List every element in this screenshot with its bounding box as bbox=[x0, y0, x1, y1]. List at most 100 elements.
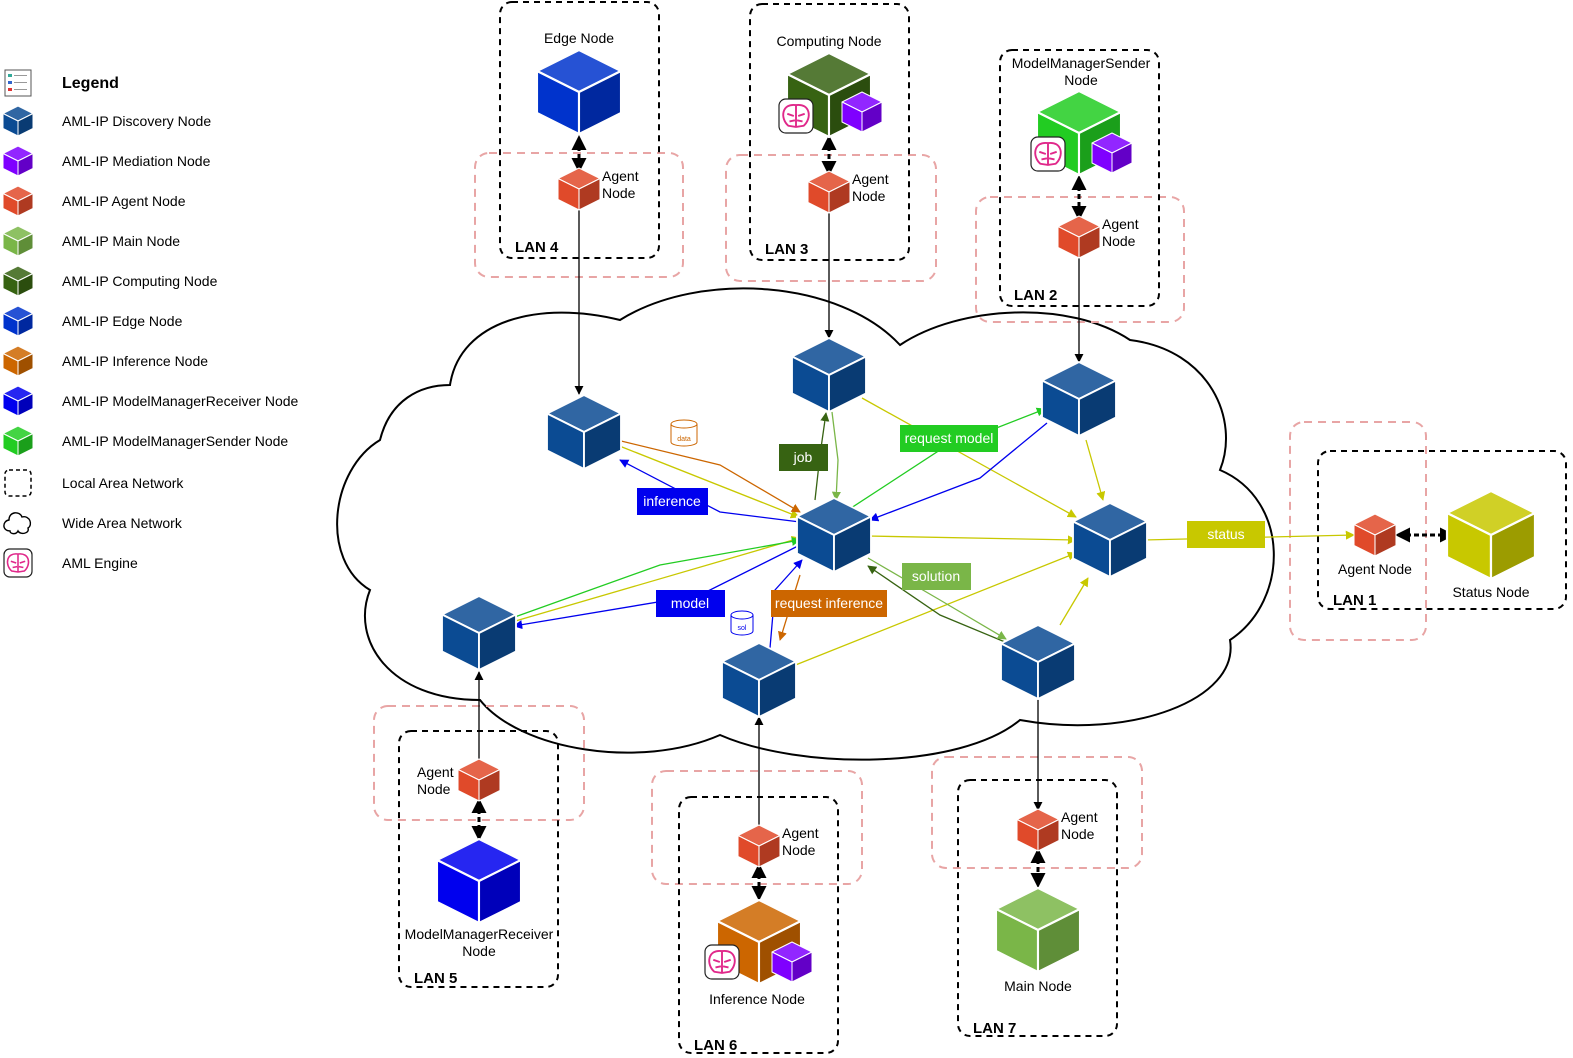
status-link-2 bbox=[861, 397, 1077, 518]
legend-item-label: AML-IP Discovery Node bbox=[62, 113, 211, 129]
inference-mediation-node bbox=[771, 941, 813, 983]
discovery-node-lan5 bbox=[441, 595, 517, 671]
legend-item-label: AML-IP Agent Node bbox=[62, 193, 186, 209]
sender-mediation-node bbox=[1091, 132, 1133, 174]
main-cube-icon bbox=[2, 225, 34, 257]
sender-node bbox=[1035, 89, 1123, 177]
lan2-agent-label-2: Node bbox=[1102, 233, 1136, 249]
lan1-label: LAN 1 bbox=[1333, 592, 1376, 609]
edge-node bbox=[535, 48, 623, 136]
computing-mediation-node bbox=[841, 91, 883, 133]
status-link-3 bbox=[1085, 439, 1106, 501]
agent-cube-icon bbox=[2, 185, 34, 217]
main-node-label: Main Node bbox=[1004, 978, 1072, 994]
legend-item-label: AML-IP Main Node bbox=[62, 233, 180, 249]
lan2-box bbox=[999, 49, 1160, 307]
status-link-1 bbox=[616, 444, 800, 519]
agent-labels: Agent Node Agent Node Agent Node Agent N… bbox=[417, 168, 1139, 858]
sol-cylinder: sol bbox=[730, 610, 754, 636]
model-link-1 bbox=[869, 422, 1048, 522]
legend-item-label: AML-IP ModelManagerReceiver Node bbox=[62, 393, 299, 409]
lan-box-icon bbox=[4, 469, 32, 497]
lan3-agent-label-1: Agent bbox=[852, 171, 889, 187]
request-model-link-2 bbox=[511, 536, 801, 619]
legend-item-label: AML-IP ModelManagerSender Node bbox=[62, 433, 288, 449]
discovery-node-lan2 bbox=[1041, 361, 1117, 437]
job-tag: job bbox=[793, 449, 813, 465]
status-tag: status bbox=[1207, 526, 1244, 542]
lan4-box bbox=[499, 1, 660, 259]
inference-engine-icon bbox=[704, 944, 740, 980]
discovery-node-lan1 bbox=[1072, 502, 1148, 578]
job-tag-box bbox=[779, 444, 828, 471]
message-tags: inference job request model model reques… bbox=[637, 425, 1265, 617]
lan2-agent-label-1: Agent bbox=[1102, 216, 1139, 232]
lan6-label: LAN 6 bbox=[694, 1037, 737, 1054]
mediation-cube-icon bbox=[2, 145, 34, 177]
sender-node-label-1: ModelManagerSender bbox=[1012, 55, 1151, 71]
edge-node-label: Edge Node bbox=[544, 30, 614, 46]
solution-tag-box bbox=[902, 563, 971, 590]
request-model-tag-box bbox=[900, 425, 998, 452]
status-link-4 bbox=[866, 535, 1077, 545]
inference-tag-box bbox=[637, 488, 708, 515]
inference-tag: inference bbox=[643, 493, 701, 509]
lan7-agent-label-2: Node bbox=[1061, 826, 1095, 842]
legend-item-label: Wide Area Network bbox=[62, 515, 183, 531]
lan1-box bbox=[1317, 450, 1567, 610]
lan1-agent-label: Agent Node bbox=[1338, 561, 1412, 577]
legend-item-label: AML-IP Computing Node bbox=[62, 273, 218, 289]
lan7-agent-label-1: Agent bbox=[1061, 809, 1098, 825]
lan4-agent-label-1: Agent bbox=[602, 168, 639, 184]
legend-item-label: AML Engine bbox=[62, 555, 138, 571]
sol-cylinder-label: sol bbox=[738, 625, 747, 632]
lan2-label: LAN 2 bbox=[1014, 287, 1057, 304]
agent-node-lan4 bbox=[557, 167, 601, 211]
solution-tag: solution bbox=[912, 568, 960, 584]
status-link-5 bbox=[511, 535, 801, 623]
sender-engine-icon bbox=[1030, 136, 1066, 172]
legend-title: Legend bbox=[62, 75, 119, 92]
legend-item-label: AML-IP Mediation Node bbox=[62, 153, 211, 169]
inference-node-label: Inference Node bbox=[709, 991, 805, 1007]
receiver-node-label-1: ModelManagerReceiver bbox=[405, 926, 554, 942]
discovery-node-lan7 bbox=[1000, 624, 1076, 700]
agent-node-lan3 bbox=[807, 170, 851, 214]
lan4-agent-label-2: Node bbox=[602, 185, 636, 201]
lan2-halo bbox=[975, 196, 1185, 323]
sender-cube-icon bbox=[2, 425, 34, 457]
discovery-cube-icon bbox=[2, 105, 34, 137]
receiver-node bbox=[435, 837, 523, 925]
agent-node-lan2 bbox=[1057, 215, 1101, 259]
discovery-node-lan4 bbox=[546, 394, 622, 470]
status-link-7 bbox=[1059, 577, 1089, 626]
legend-icon bbox=[4, 69, 32, 97]
agent-node-lan5 bbox=[457, 758, 501, 802]
local-links bbox=[471, 135, 1455, 901]
receiver-cube-icon bbox=[2, 385, 34, 417]
lan6-agent-label-1: Agent bbox=[782, 825, 819, 841]
status-link-6 bbox=[792, 551, 1077, 667]
status-node bbox=[1445, 489, 1537, 581]
status-node-label: Status Node bbox=[1452, 584, 1529, 600]
connections bbox=[474, 208, 1355, 828]
computing-node-label: Computing Node bbox=[776, 33, 881, 49]
solution-link bbox=[867, 557, 1007, 640]
engines-layer bbox=[704, 98, 1066, 980]
lan3-agent-label-2: Node bbox=[852, 188, 886, 204]
data-cylinder-label: data bbox=[677, 436, 691, 443]
job-link-2 bbox=[831, 411, 841, 501]
data-link bbox=[616, 439, 801, 513]
cloud-icon bbox=[3, 512, 32, 535]
request-inference-tag: request inference bbox=[775, 595, 883, 611]
data-cylinder: data bbox=[670, 419, 698, 447]
discovery-node-center bbox=[796, 497, 872, 573]
legend-item-label: Local Area Network bbox=[62, 475, 184, 491]
agent-node-lan7 bbox=[1016, 808, 1060, 852]
status-tag-box bbox=[1187, 521, 1265, 548]
model-tag-box bbox=[656, 590, 725, 617]
request-inference-tag-box bbox=[771, 590, 887, 617]
